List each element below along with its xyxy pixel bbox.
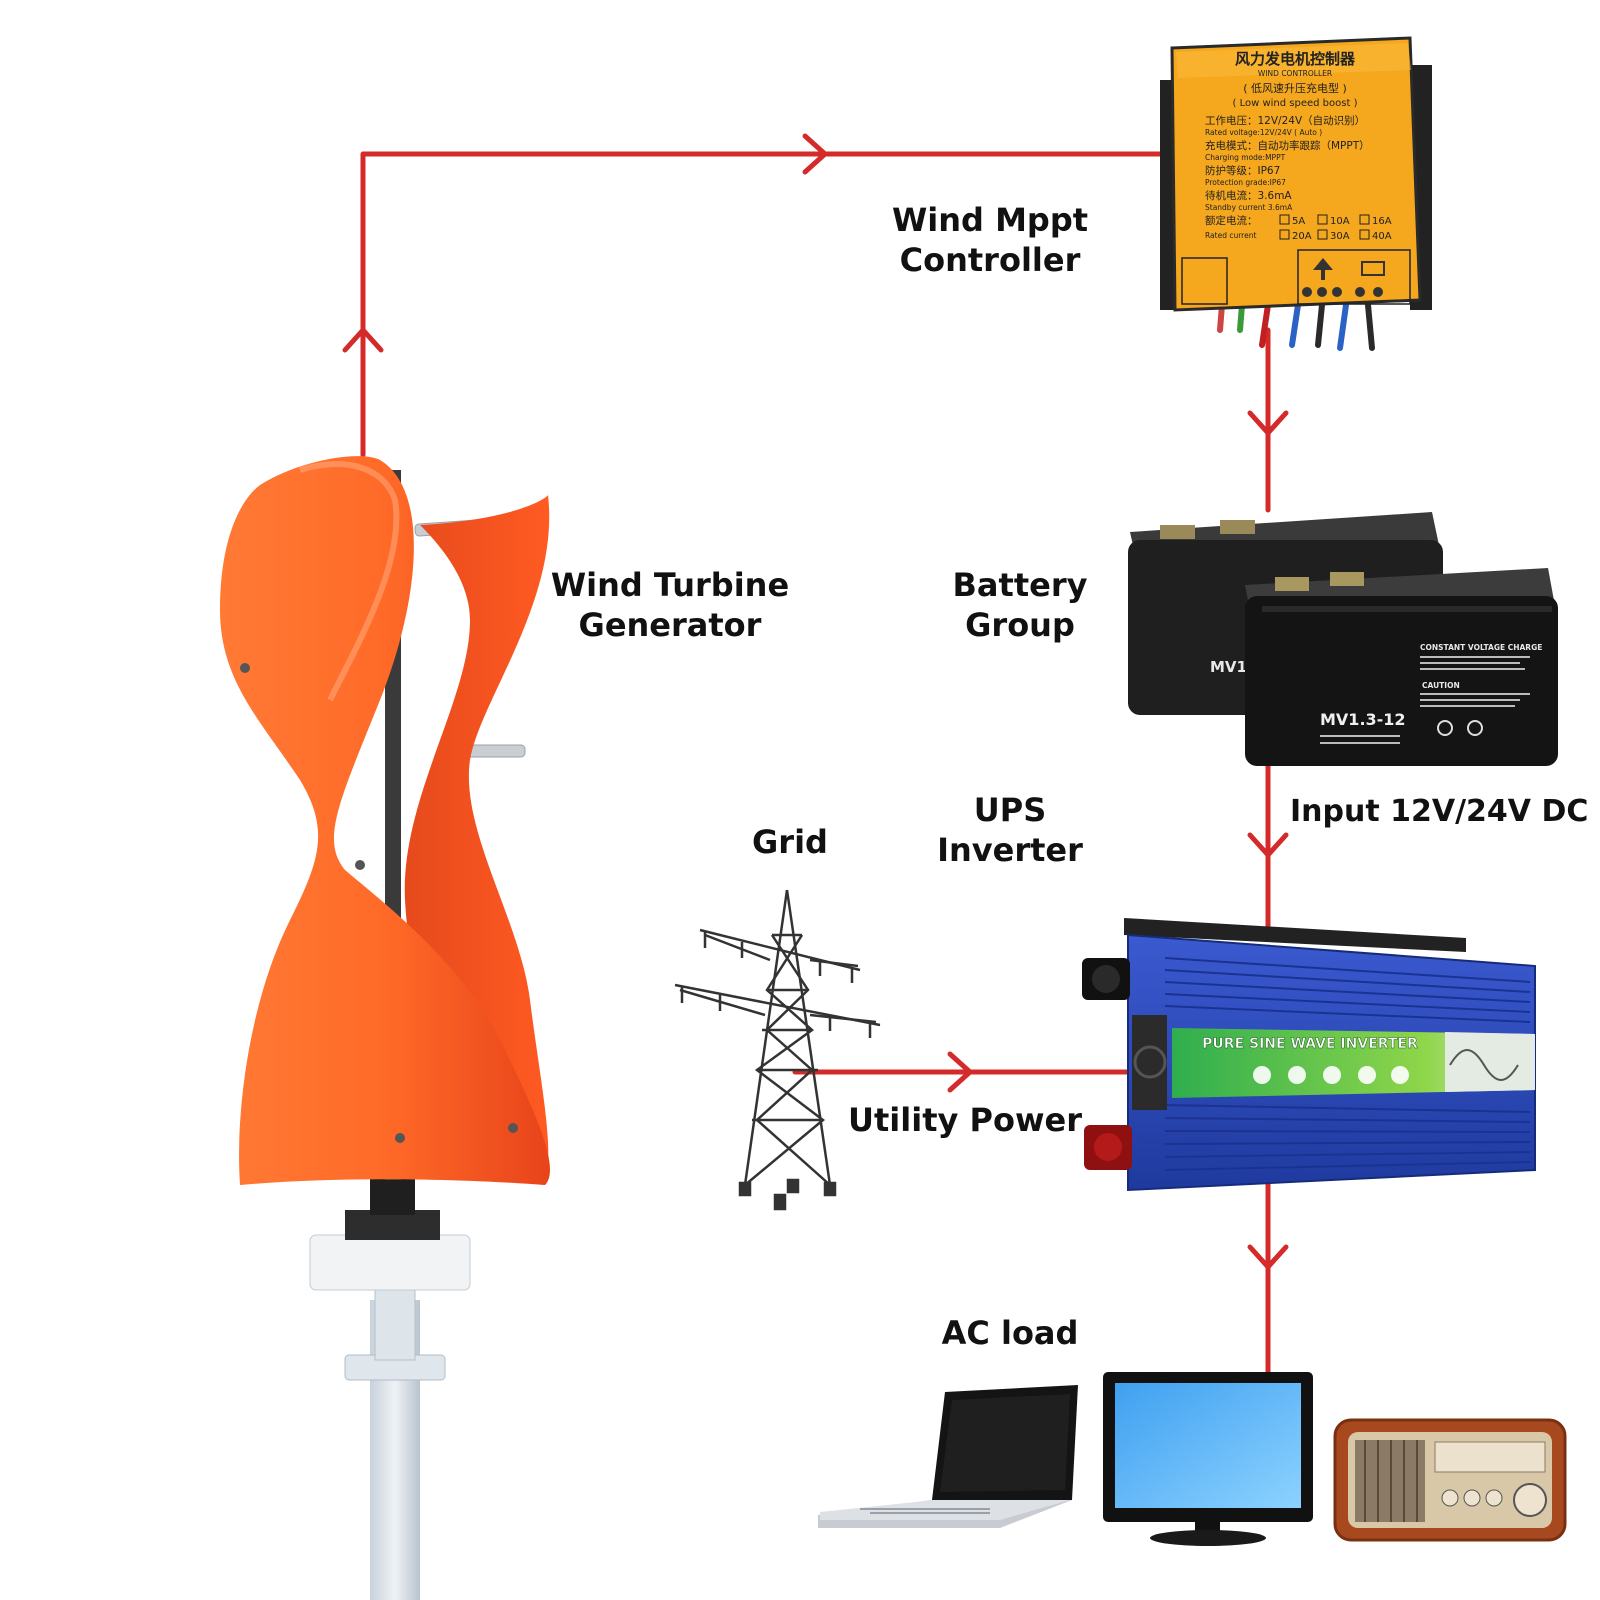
controller-sub-cn: ( 低风速升压充电型 )	[1243, 81, 1347, 95]
controller-title-en: WIND CONTROLLER	[1258, 69, 1332, 78]
battery-front	[1245, 596, 1558, 766]
controller-title-cn: 风力发电机控制器	[1235, 50, 1356, 68]
controller-label: Wind Mppt Controller	[880, 200, 1100, 280]
ac-load-label: AC load	[941, 1314, 1079, 1352]
controller-voltage-en: Rated voltage:12V/24V ( Auto )	[1205, 128, 1322, 137]
controller-label-line1: Wind Mppt	[891, 201, 1089, 239]
controller-current-cn: 额定电流：	[1205, 214, 1258, 227]
controller-label-line2: Controller	[899, 241, 1081, 279]
arrow-up-icon	[342, 327, 384, 353]
current-option: 5A	[1292, 216, 1305, 227]
laptop-icon	[818, 1385, 1078, 1528]
battery-label-line1: Battery	[952, 566, 1088, 604]
controller-standby-en: Standby current 3.6mA	[1205, 203, 1293, 212]
arrow-right-icon	[947, 1051, 973, 1093]
arrow-down-icon	[1247, 1244, 1289, 1270]
turbine-hub	[309, 1234, 471, 1291]
arrow-right-icon	[802, 133, 828, 175]
turbine-blade	[220, 456, 550, 1185]
battery-model-back: MV1	[1210, 658, 1247, 676]
controller-protect-en: Protection grade:IP67	[1205, 178, 1286, 187]
mppt-controller-image: 风力发电机控制器 WIND CONTROLLER ( 低风速升压充电型 ) ( …	[1160, 36, 1432, 351]
controller-mode-en: Charging mode:MPPT	[1205, 153, 1286, 162]
battery-model-front: MV1.3-12	[1320, 710, 1406, 729]
current-option: 30A	[1330, 231, 1350, 242]
wire-turbine-to-controller	[360, 151, 1175, 458]
arrow-down-icon	[1247, 410, 1289, 436]
battery-label-line2: Group	[965, 606, 1075, 644]
current-option: 20A	[1292, 231, 1312, 242]
utility-power-label: Utility Power	[848, 1101, 1082, 1139]
grid-label: Grid	[752, 823, 828, 861]
wires	[342, 133, 1289, 1375]
ups-inverter-label: UPS Inverter	[925, 790, 1095, 870]
turbine-label-line1: Wind Turbine	[550, 566, 790, 604]
current-option: 40A	[1372, 231, 1392, 242]
controller-current-en: Rated current	[1205, 231, 1256, 240]
battery-charge-title: CONSTANT VOLTAGE CHARGE	[1420, 643, 1542, 652]
radio-icon	[1333, 1418, 1567, 1542]
inverter-panel-title: PURE SINE WAVE INVERTER	[1202, 1036, 1418, 1052]
turbine-label: Wind Turbine Generator	[550, 565, 790, 645]
controller-protect-cn: 防护等级：IP67	[1205, 164, 1280, 177]
controller-standby-cn: 待机电流：3.6mA	[1205, 189, 1292, 202]
current-option: 16A	[1372, 216, 1392, 227]
arrow-down-icon	[1247, 832, 1289, 858]
battery-label: Battery Group	[945, 565, 1095, 645]
controller-mode-cn: 充电模式：自动功率跟踪（MPPT）	[1205, 139, 1370, 152]
controller-sub-en: ( Low wind speed boost )	[1233, 98, 1358, 109]
battery-group-image: MV1 MV1.3-12 CONSTANT VOLTAGE CHARGE CAU…	[1128, 512, 1558, 766]
monitor-icon	[1103, 1372, 1313, 1546]
inverter-image: PURE SINE WAVE INVERTER	[1082, 918, 1536, 1192]
input-voltage-label: Input 12V/24V DC	[1290, 794, 1589, 829]
battery-caution: CAUTION	[1422, 681, 1460, 690]
ups-label-line2: Inverter	[937, 831, 1083, 869]
grid-tower-icon	[674, 889, 881, 1211]
current-option: 10A	[1330, 216, 1350, 227]
ups-label-line1: UPS	[973, 791, 1047, 829]
wind-turbine-image	[220, 456, 550, 1600]
controller-voltage-cn: 工作电压：12V/24V（自动识别）	[1205, 114, 1365, 127]
turbine-label-line2: Generator	[578, 606, 762, 644]
